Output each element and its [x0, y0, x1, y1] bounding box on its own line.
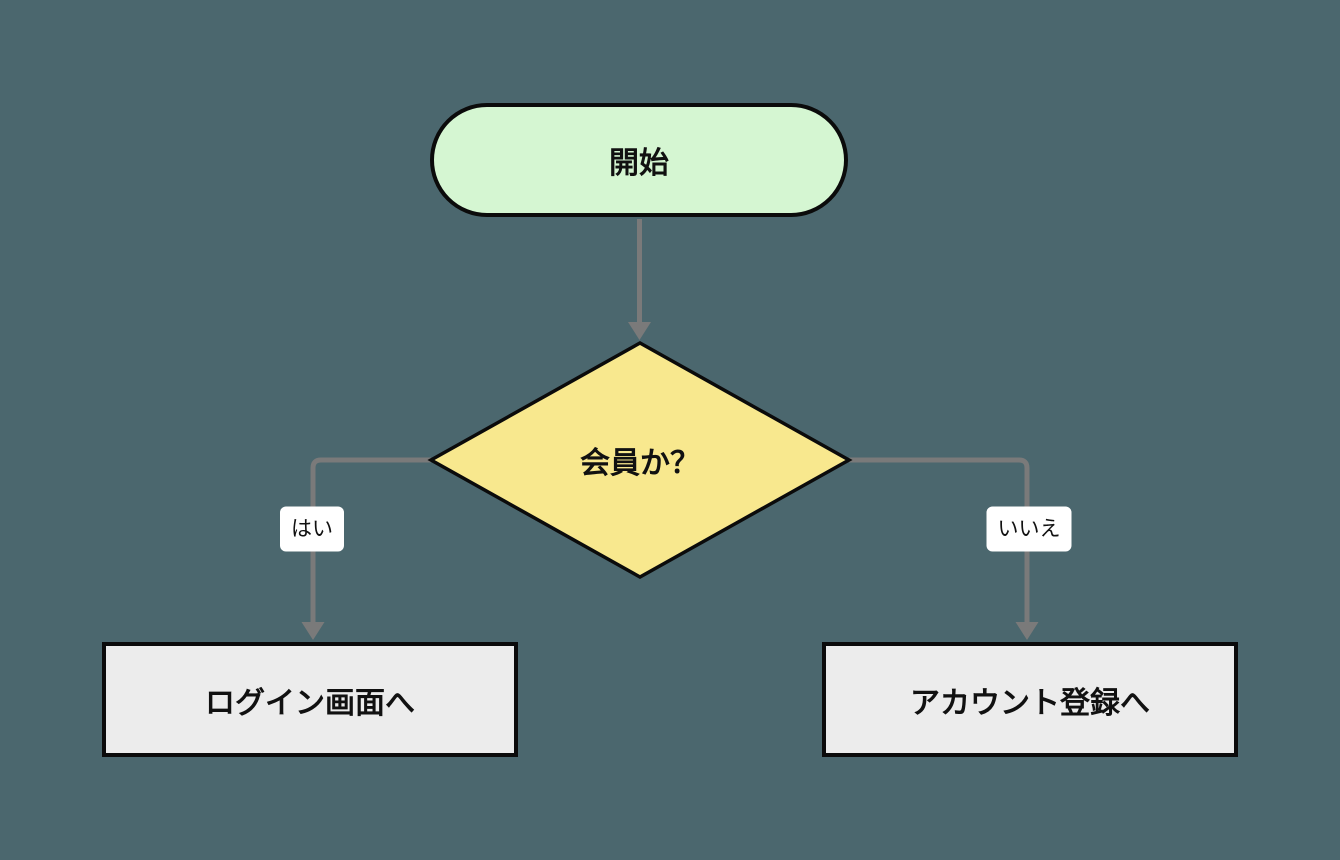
node-start: 開始 [430, 103, 848, 217]
node-account-register: アカウント登録へ [822, 642, 1238, 757]
node-login-screen: ログイン画面へ [102, 642, 518, 757]
arrowhead-down-decision [628, 322, 651, 340]
node-decision-label: 会員か？ [580, 446, 700, 481]
edge-label-yes: はい [280, 506, 344, 552]
edge-decision-to-register [849, 457, 1030, 624]
decision-diamond-shape [427, 340, 853, 580]
arrowhead-down-register [1015, 622, 1039, 640]
edge-decision-to-login [310, 457, 431, 624]
arrowhead-down-login [301, 622, 325, 640]
edge-label-no: いいえ [986, 506, 1072, 552]
